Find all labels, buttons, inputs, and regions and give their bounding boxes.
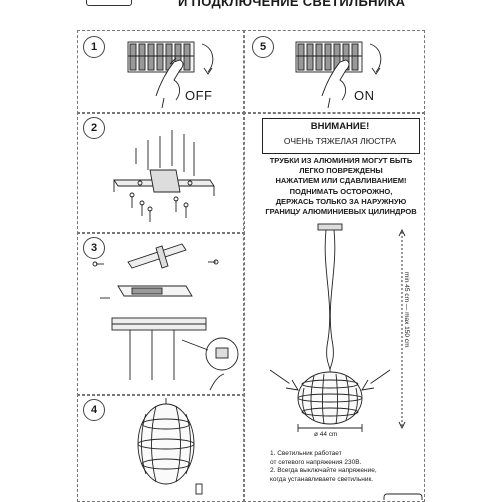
screw-icon xyxy=(195,483,203,495)
magnifier-detail-icon xyxy=(181,337,239,371)
warning-text: ТРУБКИ ИЗ АЛЮМИНИЯ МОГУТ БЫТЬ ЛЕГКО ПОВР… xyxy=(246,156,436,217)
diameter-label: ø 44 cm xyxy=(314,431,338,438)
dimension-lines-icon xyxy=(297,228,406,432)
ceiling-cup-icon xyxy=(317,223,343,371)
step-panel-1 xyxy=(77,30,245,114)
note-line: 2. Всегда выключайте напряжение, xyxy=(270,467,377,474)
switch-hand-icon xyxy=(209,373,225,391)
mounting-bracket-icon xyxy=(127,243,187,269)
page-title: И ПОДКЛЮЧЕНИЕ СВЕТИЛЬНИКА xyxy=(178,0,406,9)
brand-logo-box xyxy=(86,0,132,6)
off-label: OFF xyxy=(185,88,213,103)
footer-box-icon xyxy=(383,493,423,500)
pin-icon xyxy=(135,130,195,176)
step-panel-5 xyxy=(243,30,425,114)
rotate-arrow-icon xyxy=(369,43,382,75)
note-line: 1. Светильник работает xyxy=(270,450,342,457)
pressure-arrow-icon xyxy=(269,369,391,391)
rotate-arrow-icon xyxy=(201,43,214,75)
ceiling-plate-icon xyxy=(111,317,207,380)
terminal-block-icon xyxy=(295,41,363,73)
terminal-block-icon xyxy=(117,285,193,297)
step-number-3: 3 xyxy=(83,237,105,259)
mounting-bracket-icon xyxy=(113,169,215,196)
warning-line: ТРУБКИ ИЗ АЛЮМИНИЯ МОГУТ БЫТЬ xyxy=(269,156,413,165)
screw-icon xyxy=(92,259,219,299)
warning-line: ЛЕГКО ПОВРЕЖДЕНЫ xyxy=(299,166,383,176)
installation-notes: 1. Светильник работает от сетевого напря… xyxy=(270,450,470,484)
warning-line: ПОДНИМАТЬ ОСТОРОЖНО, xyxy=(289,186,393,196)
warning-title: ВНИМАНИЕ! xyxy=(310,121,370,132)
step-panel-2 xyxy=(77,112,245,234)
switch-hand-icon xyxy=(321,59,350,109)
on-label: ON xyxy=(354,88,375,103)
step-number-2: 2 xyxy=(83,117,105,139)
warning-line: НАЖАТИЕМ ИЛИ СДАВЛИВАНИЕМ! xyxy=(275,176,407,186)
switch-hand-icon xyxy=(155,57,184,109)
note-line: от сетевого напряжения 230В. xyxy=(270,458,362,466)
chandelier-icon xyxy=(137,398,195,485)
step-number-4: 4 xyxy=(83,399,105,421)
chandelier-icon xyxy=(297,370,363,425)
step-panel-3 xyxy=(77,232,245,396)
step-number-1: 1 xyxy=(83,36,105,58)
note-line: когда устанавливаете светильник. xyxy=(270,475,374,483)
warning-line: ДЕРЖАСЬ ТОЛЬКО ЗА НАРУЖНУЮ xyxy=(275,196,407,206)
warning-line: ГРАНИЦУ АЛЮМИНИЕВЫХ ЦИЛИНДРОВ xyxy=(265,207,417,217)
warning-subtitle: ОЧЕНЬ ТЯЖЕЛАЯ ЛЮСТРА xyxy=(283,136,397,146)
screw-icon xyxy=(129,192,189,222)
warning-box xyxy=(262,118,420,154)
step-number-5: 5 xyxy=(252,36,274,58)
terminal-block-icon xyxy=(127,41,195,73)
